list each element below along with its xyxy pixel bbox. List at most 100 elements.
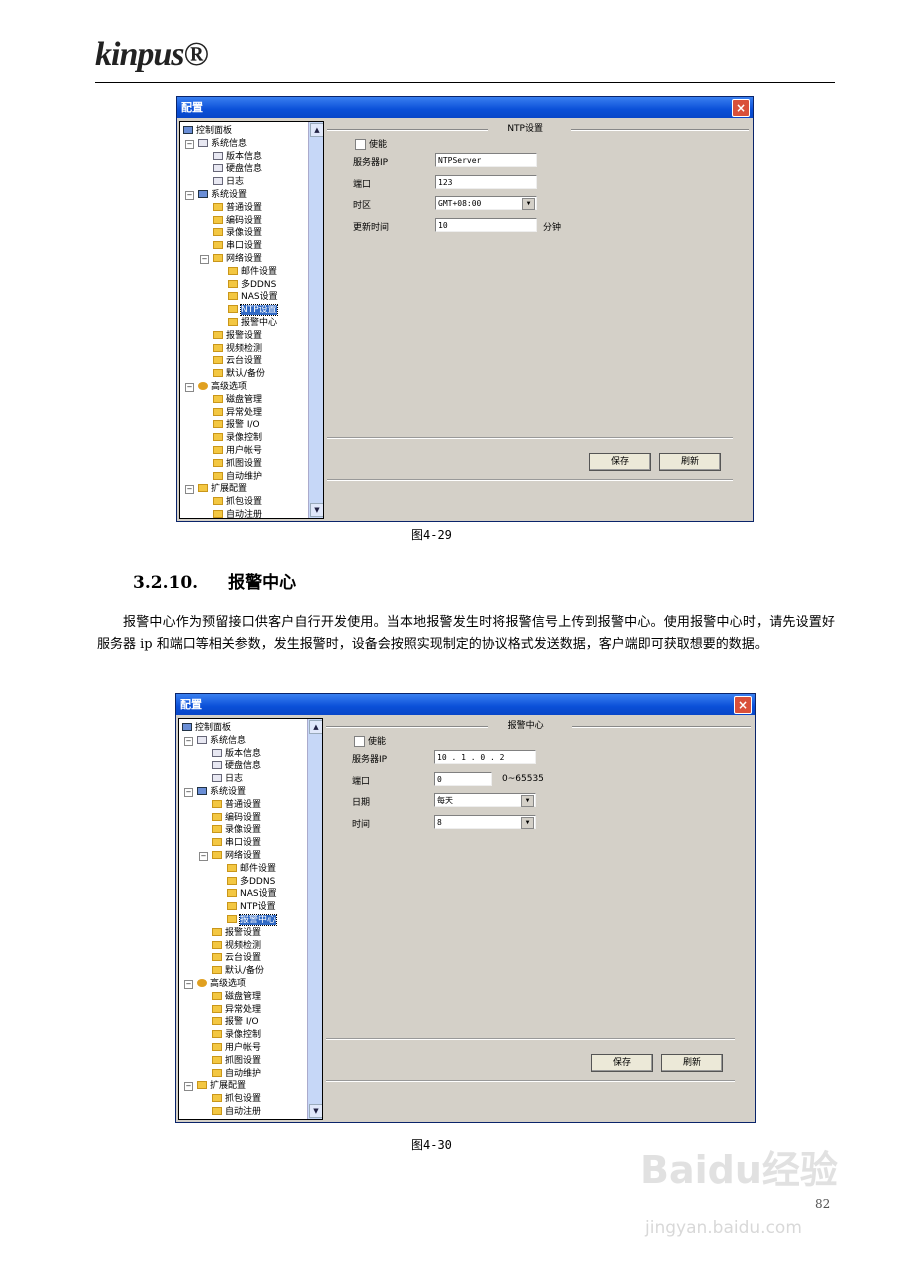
- tree-item[interactable]: 硬盘信息: [213, 163, 262, 175]
- tree-item[interactable]: 日志: [212, 773, 243, 785]
- tree-item[interactable]: 网络设置: [212, 850, 261, 862]
- tree-scrollbar[interactable]: ▲▼: [308, 122, 323, 518]
- tree-item[interactable]: 云台设置: [213, 355, 262, 367]
- tree-item[interactable]: 抓包设置: [213, 496, 262, 508]
- tree-item[interactable]: 默认/备份: [213, 368, 265, 380]
- tree-item[interactable]: 异常处理: [212, 1004, 261, 1016]
- tree-item[interactable]: 串口设置: [212, 837, 261, 849]
- tree-item[interactable]: 系统信息: [198, 138, 247, 150]
- close-button[interactable]: ×: [734, 696, 752, 714]
- tree-item[interactable]: 默认/备份: [212, 965, 264, 977]
- title-bar[interactable]: 配置×: [177, 97, 753, 118]
- field-input[interactable]: 0: [434, 771, 492, 786]
- dropdown-arrow-icon[interactable]: ▼: [521, 795, 534, 807]
- tree-item[interactable]: 报警中心: [228, 317, 277, 329]
- tree-item[interactable]: 视频检测: [212, 940, 261, 952]
- tree-item[interactable]: 自动注册: [213, 509, 262, 518]
- tree-item[interactable]: 自动注册: [212, 1106, 261, 1118]
- tree-item[interactable]: 串口设置: [213, 240, 262, 252]
- tree-item[interactable]: 抓图设置: [213, 458, 262, 470]
- tree-item[interactable]: 邮件设置: [228, 266, 277, 278]
- tree-item[interactable]: 报警中心: [227, 914, 278, 926]
- tree-item[interactable]: NAS设置: [227, 888, 277, 900]
- tree-item[interactable]: 抓包设置: [212, 1093, 261, 1105]
- tree-expander[interactable]: −: [184, 1082, 193, 1092]
- tree-item[interactable]: 系统设置: [197, 786, 246, 798]
- tree-item[interactable]: 用户帐号: [212, 1042, 261, 1054]
- tree-item[interactable]: 录像设置: [213, 227, 262, 239]
- field-select[interactable]: 8▼: [434, 814, 536, 829]
- tree-item[interactable]: 自动维护: [212, 1068, 261, 1080]
- tree-expander[interactable]: −: [185, 191, 194, 200]
- scroll-down-button[interactable]: ▼: [309, 1104, 322, 1118]
- tree-item[interactable]: 系统信息: [197, 735, 246, 747]
- tree-scrollbar[interactable]: ▲▼: [307, 719, 322, 1119]
- tree-item[interactable]: 录像控制: [213, 432, 262, 444]
- tree-item[interactable]: 普通设置: [212, 799, 261, 811]
- scroll-up-button[interactable]: ▲: [310, 123, 323, 137]
- tree-item[interactable]: 普通设置: [213, 202, 262, 214]
- tree-item[interactable]: 异常处理: [213, 407, 262, 419]
- tree-item[interactable]: 邮件设置: [227, 863, 276, 875]
- tree-item[interactable]: 报警 I/O: [213, 419, 260, 431]
- tree-item[interactable]: 版本信息: [212, 748, 261, 760]
- tree-item[interactable]: 扩展配置: [197, 1080, 246, 1092]
- tree-item[interactable]: 磁盘管理: [213, 394, 262, 406]
- save-button[interactable]: 保存: [589, 453, 651, 471]
- scroll-up-button[interactable]: ▲: [309, 720, 322, 734]
- enable-checkbox[interactable]: [354, 736, 365, 747]
- refresh-button[interactable]: 刷新: [659, 453, 721, 471]
- dropdown-arrow-icon[interactable]: ▼: [522, 198, 535, 210]
- tree-expander[interactable]: −: [199, 852, 208, 861]
- field-select[interactable]: 每天▼: [434, 793, 536, 807]
- tree-expander[interactable]: −: [185, 139, 194, 149]
- tree-expander[interactable]: −: [184, 980, 193, 989]
- tree-item[interactable]: 多DDNS: [227, 876, 275, 888]
- tree-expander[interactable]: −: [200, 255, 209, 264]
- tree-expander[interactable]: −: [185, 383, 194, 392]
- field-input[interactable]: 123: [435, 174, 537, 189]
- field-input[interactable]: 10: [435, 217, 537, 232]
- tree-item[interactable]: 编码设置: [212, 812, 261, 824]
- refresh-button[interactable]: 刷新: [661, 1054, 723, 1072]
- tree-item[interactable]: 多DDNS: [228, 279, 276, 291]
- tree-item[interactable]: 控制面板: [182, 722, 231, 734]
- tree-item[interactable]: 报警设置: [212, 927, 261, 939]
- tree-item[interactable]: NTP设置: [227, 901, 276, 913]
- field-select[interactable]: GMT+08:00▼: [435, 196, 537, 210]
- tree-item[interactable]: 日志: [213, 176, 244, 188]
- tree-expander[interactable]: −: [184, 736, 193, 746]
- tree-item[interactable]: 报警 I/O: [212, 1016, 259, 1028]
- field-input[interactable]: 10 . 1 . 0 . 2: [434, 750, 536, 764]
- tree-item[interactable]: 硬盘信息: [212, 760, 261, 772]
- field-input[interactable]: NTPServer: [435, 153, 537, 167]
- tree-item[interactable]: 控制面板: [183, 125, 232, 137]
- tree-item[interactable]: 系统设置: [198, 189, 247, 201]
- tree-item[interactable]: 云台设置: [212, 952, 261, 964]
- tree-item[interactable]: NAS设置: [228, 291, 278, 303]
- tree-item[interactable]: 报警设置: [213, 330, 262, 342]
- title-bar[interactable]: 配置×: [176, 694, 755, 715]
- tree-item[interactable]: 编码设置: [213, 215, 262, 227]
- tree-item[interactable]: 录像控制: [212, 1029, 261, 1041]
- enable-checkbox[interactable]: [355, 139, 366, 150]
- baidu-watermark-url: jingyan.baidu.com: [645, 1218, 802, 1238]
- tree-item[interactable]: 高级选项: [198, 381, 247, 393]
- dropdown-arrow-icon[interactable]: ▼: [521, 816, 534, 829]
- tree-item[interactable]: 录像设置: [212, 824, 261, 836]
- tree-item[interactable]: 高级选项: [197, 978, 246, 990]
- tree-item[interactable]: 扩展配置: [198, 483, 247, 495]
- tree-expander[interactable]: −: [184, 788, 193, 797]
- scroll-down-button[interactable]: ▼: [310, 503, 323, 517]
- tree-item[interactable]: NTP设置: [228, 304, 278, 317]
- tree-item[interactable]: 视频检测: [213, 343, 262, 355]
- tree-item[interactable]: 用户帐号: [213, 445, 262, 457]
- close-button[interactable]: ×: [732, 99, 750, 117]
- tree-item[interactable]: 磁盘管理: [212, 991, 261, 1003]
- tree-item[interactable]: 网络设置: [213, 253, 262, 265]
- save-button[interactable]: 保存: [591, 1054, 653, 1072]
- tree-expander[interactable]: −: [185, 485, 194, 495]
- tree-item[interactable]: 版本信息: [213, 151, 262, 163]
- tree-item[interactable]: 自动维护: [213, 471, 262, 483]
- tree-item[interactable]: 抓图设置: [212, 1055, 261, 1067]
